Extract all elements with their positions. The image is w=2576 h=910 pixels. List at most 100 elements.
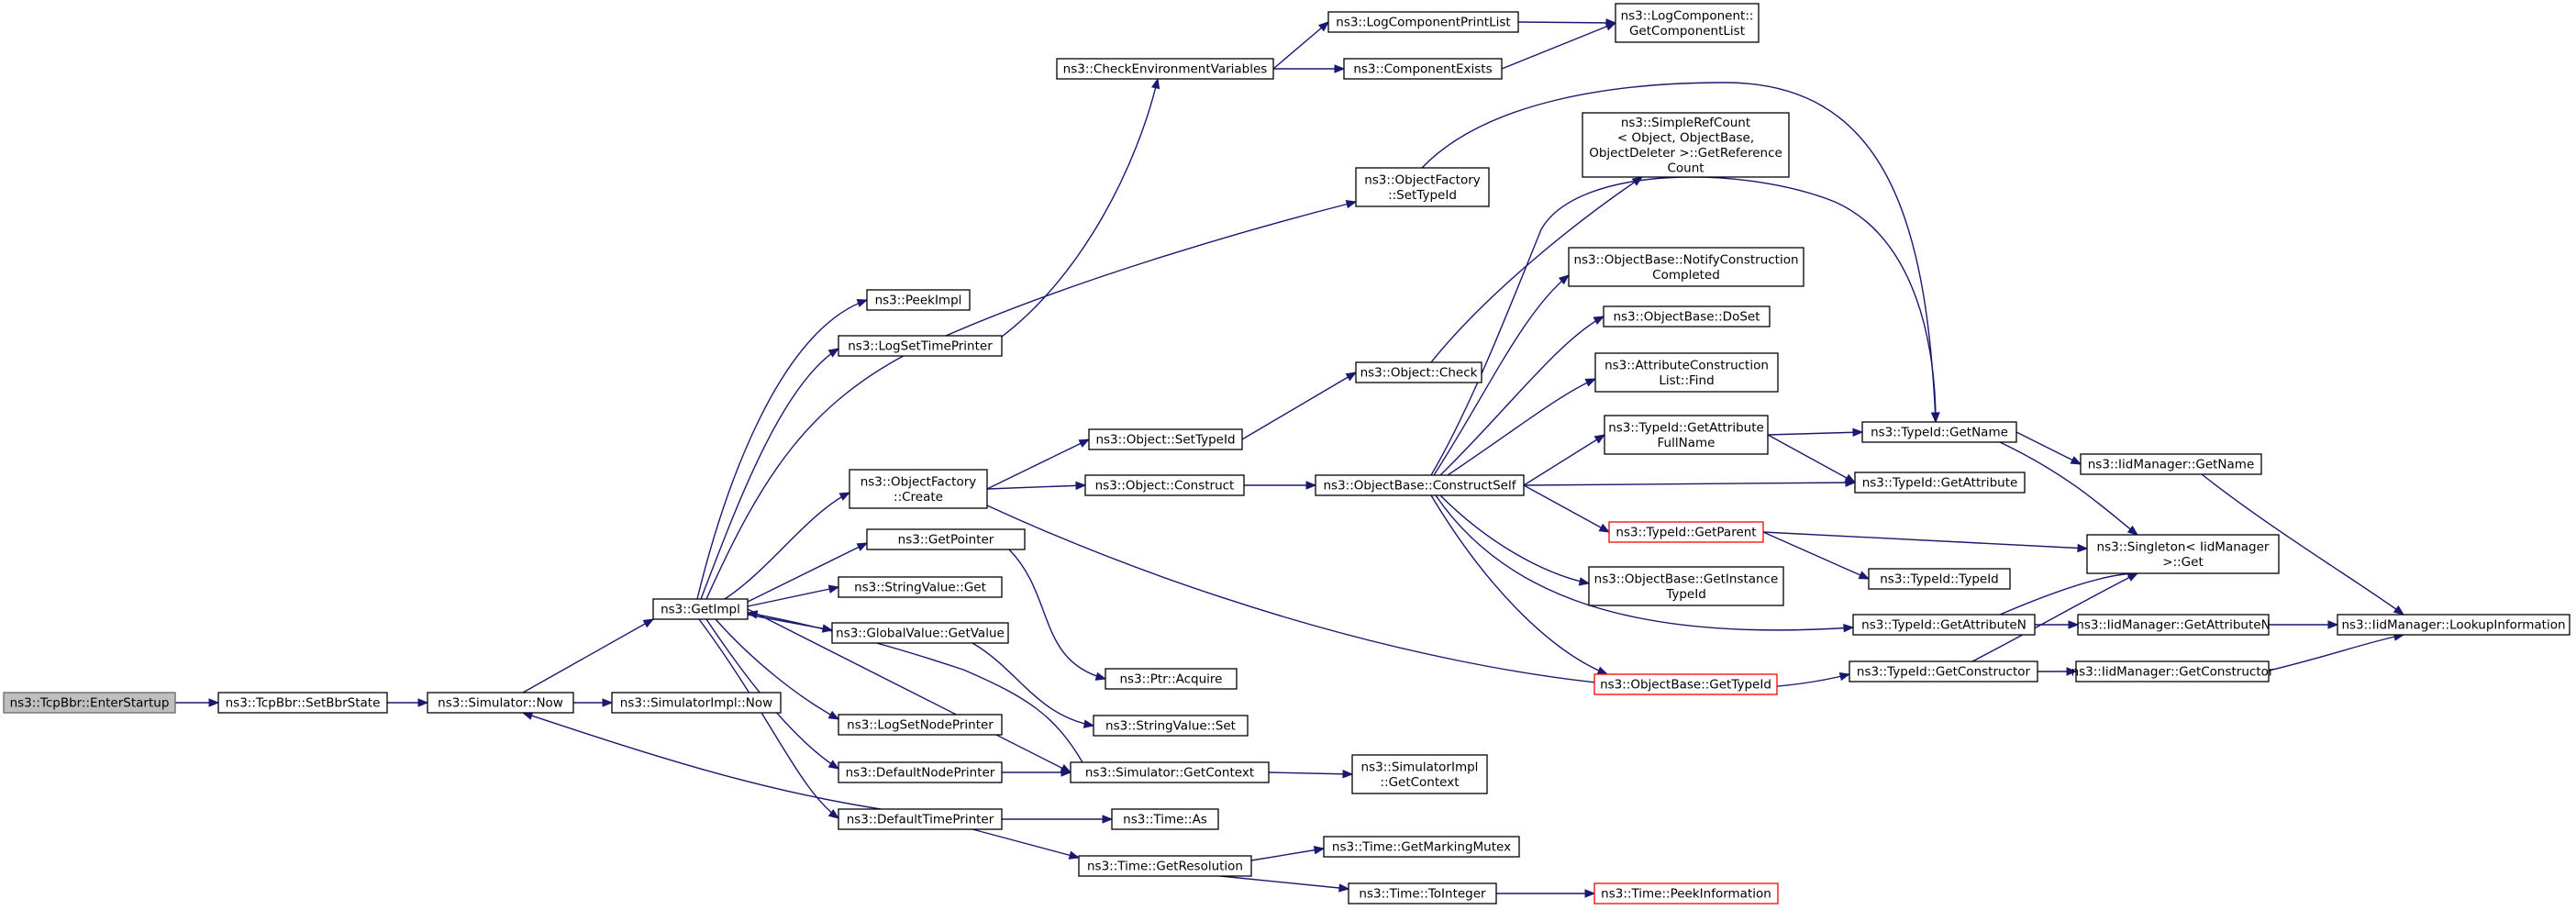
node-timemutex[interactable]: ns3::Time::GetMarkingMutex [1323, 836, 1520, 858]
edge-arrowhead [827, 760, 840, 770]
node-label: ns3::SimpleRefCount [1621, 116, 1750, 130]
node-objbasegettypeid[interactable]: ns3::ObjectBase::GetTypeId [1593, 673, 1778, 695]
node-box [1861, 421, 2017, 443]
node-label: >::Get [2162, 555, 2203, 570]
node-box [1343, 58, 1503, 80]
node-box [2075, 660, 2270, 682]
node-label: ns3::ObjectBase::DoSet [1613, 310, 1760, 325]
node-label: ns3::LogComponent:: [1621, 8, 1754, 23]
edge-arrowhead [1844, 473, 1857, 483]
edge-arrowhead [1584, 378, 1597, 387]
edge-arrowhead [208, 698, 220, 707]
node-iidgetctor[interactable]: ns3::IidManager::GetConstructor [2071, 660, 2274, 682]
node-timetointeger[interactable]: ns3::Time::ToInteger [1348, 882, 1497, 904]
node-label: ns3::ObjectFactory [861, 474, 977, 489]
edge-arrowhead [1075, 481, 1087, 491]
node-typeidgetattr[interactable]: ns3::TypeId::GetAttribute [1854, 472, 2026, 494]
node-timegetres[interactable]: ns3::Time::GetResolution [1078, 855, 1252, 877]
node-box [1327, 11, 1519, 33]
edge-constructself-to-getattrfullname [1523, 434, 1606, 486]
edge-line [1219, 875, 1349, 890]
edge-line [1433, 274, 1570, 476]
edge-iidgetname-to-lookupinfo [2201, 473, 2405, 616]
node-strvalget[interactable]: ns3::StringValue::Get [838, 576, 1003, 598]
nodes-layer: ns3::TcpBbr::EnterStartup ns3::TcpBbr::Se… [3, 3, 2570, 904]
edge-arrowhead [1342, 770, 1354, 779]
node-lookupinfo[interactable]: ns3::IidManager::LookupInformation [2337, 614, 2570, 636]
node-box [1593, 882, 1779, 904]
edge-checkenv-to-logcompprintlist [1272, 21, 1330, 70]
node-peekimpl[interactable]: ns3::PeekImpl [866, 289, 971, 311]
edge-getimpl-to-logsetnodeprinter [715, 618, 840, 720]
node-simgetcontext[interactable]: ns3::Simulator::GetContext [1070, 761, 1270, 783]
node-ofcreate[interactable]: ns3::ObjectFactory::Create [849, 469, 988, 509]
node-notifyconstruction[interactable]: ns3::ObjectBase::NotifyConstructionCompl… [1568, 247, 1804, 287]
edge-arrowhead [827, 348, 840, 358]
node-getpointer[interactable]: ns3::GetPointer [866, 528, 1026, 550]
node-simimplnow[interactable]: ns3::SimulatorImpl::Now [611, 692, 782, 714]
node-timeas[interactable]: ns3::Time::As [1111, 808, 1219, 830]
node-checkenv[interactable]: ns3::CheckEnvironmentVariables [1056, 58, 1274, 80]
edge-ofcreate-to-objsettypeid [986, 438, 1091, 490]
node-defnodeprinter[interactable]: ns3::DefaultNodePrinter [838, 761, 1003, 783]
node-getattrn[interactable]: ns3::TypeId::GetAttributeN [1852, 614, 2036, 636]
node-setbbrstate[interactable]: ns3::TcpBbr::SetBbrState [217, 692, 388, 714]
node-componentexists[interactable]: ns3::ComponentExists [1343, 58, 1503, 80]
node-globalvalget[interactable]: ns3::GlobalValue::GetValue [831, 622, 1009, 644]
node-deftimeprinter[interactable]: ns3::DefaultTimePrinter [838, 808, 1003, 830]
node-timepeekinfo[interactable]: ns3::Time::PeekInformation [1593, 882, 1779, 904]
node-getcomplist[interactable]: ns3::LogComponent::GetComponentList [1615, 3, 1760, 43]
node-typeidgetctor[interactable]: ns3::TypeId::GetConstructor [1849, 660, 2038, 682]
node-box [1355, 167, 1490, 207]
edge-typeidgetctor-to-iidgetctor [2037, 667, 2078, 676]
node-logsetnodeprinter[interactable]: ns3::LogSetNodePrinter [838, 714, 1003, 736]
node-enterstartup[interactable]: ns3::TcpBbr::EnterStartup [3, 692, 176, 714]
node-constructself[interactable]: ns3::ObjectBase::ConstructSelf [1315, 474, 1525, 496]
node-label: ns3::AttributeConstruction [1604, 358, 1769, 372]
node-ofsettypeid[interactable]: ns3::ObjectFactory::SetTypeId [1355, 167, 1490, 207]
edge-line [1439, 316, 1604, 476]
node-label: ns3::PeekImpl [875, 294, 962, 308]
edge-arrowhead [1068, 850, 1081, 860]
node-logsettimeprinter[interactable]: ns3::LogSetTimePrinter [838, 335, 1003, 357]
node-objcheck[interactable]: ns3::Object::Check [1355, 361, 1482, 383]
node-iidgetattrn[interactable]: ns3::IidManager::GetAttributeN [2076, 614, 2271, 636]
node-box [1852, 614, 2036, 636]
node-logcompprintlist[interactable]: ns3::LogComponentPrintList [1327, 11, 1519, 33]
edge-getattrfullname-to-typeidgetattr [1767, 434, 1857, 483]
node-typeidgetname[interactable]: ns3::TypeId::GetName [1861, 421, 2017, 443]
edge-line [972, 642, 1094, 727]
node-ptracquire[interactable]: ns3::Ptr::Acquire [1105, 668, 1238, 690]
edge-arrowhead [602, 698, 614, 707]
node-typeidtypeid[interactable]: ns3::TypeId::TypeId [1868, 568, 2011, 590]
edge-defnodeprinter-to-simgetcontext [1002, 768, 1072, 777]
node-box [1351, 754, 1488, 794]
node-simnow[interactable]: ns3::Simulator::Now [427, 692, 574, 714]
edge-arrowhead [2070, 456, 2082, 465]
edge-arrowhead [827, 584, 840, 594]
node-getimpl[interactable]: ns3::GetImpl [652, 598, 749, 620]
node-typeidgetparent[interactable]: ns3::TypeId::GetParent [1608, 521, 1764, 543]
node-singletonget[interactable]: ns3::Singleton< IidManager>::Get [2086, 534, 2280, 574]
node-doset[interactable]: ns3::ObjectBase::DoSet [1603, 305, 1771, 327]
edge-line [1430, 494, 1608, 675]
edge-line [700, 348, 839, 600]
edge-line [1767, 431, 1863, 436]
node-box [838, 761, 1003, 783]
edge-arrowhead [1150, 77, 1160, 90]
node-objsettypeid[interactable]: ns3::Object::SetTypeId [1088, 428, 1243, 450]
edge-getimpl-to-getpointer [747, 542, 869, 603]
node-strvalset[interactable]: ns3::StringValue::Set [1093, 715, 1249, 737]
node-box [1088, 428, 1243, 450]
node-objconstruct[interactable]: ns3::Object::Construct [1084, 474, 1245, 496]
node-simimplgetcontext[interactable]: ns3::SimulatorImpl::GetContext [1351, 754, 1488, 794]
node-iidgetname[interactable]: ns3::IidManager::GetName [2080, 453, 2262, 475]
node-box [3, 692, 176, 714]
edge-simnow-to-simimplnow [573, 698, 614, 707]
edge-deftimeprinter-to-timegetres [972, 828, 1081, 860]
node-simplerefcount[interactable]: ns3::SimpleRefCount< Object, ObjectBase,… [1582, 112, 1790, 178]
node-box [1315, 474, 1525, 496]
